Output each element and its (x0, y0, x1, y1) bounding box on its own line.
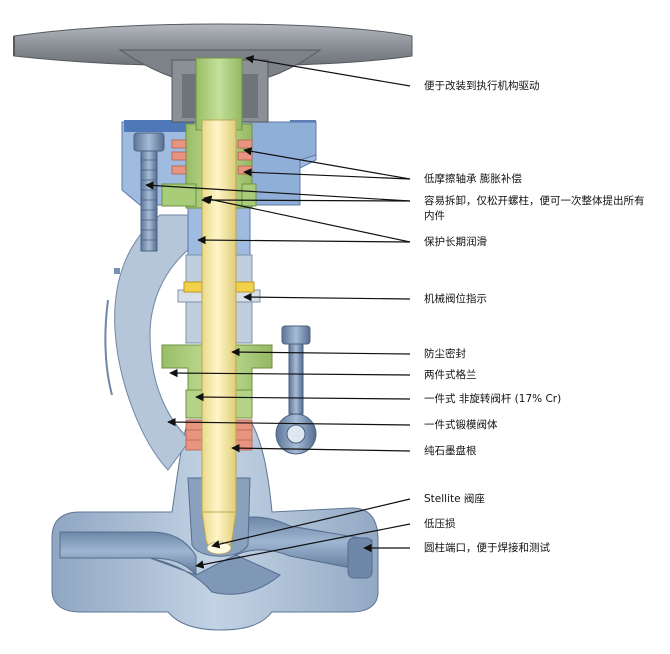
label-dust-seal: 防尘密封 (424, 348, 466, 360)
label-ports: 圆柱端口，便于焊接和测试 (424, 542, 550, 554)
label-lubrication: 保护长期润滑 (424, 236, 487, 248)
leader-lines (145, 55, 411, 569)
label-actuator: 便于改装到执行机构驱动 (424, 80, 540, 92)
bonnet-stud (133, 132, 165, 252)
label-seat: Stellite 阀座 (424, 493, 485, 505)
label-body: 一件式锻模阀体 (424, 419, 498, 431)
graphite-packing (185, 419, 253, 451)
label-pressure: 低压损 (424, 518, 456, 530)
label-gland: 两件式格兰 (424, 369, 477, 381)
label-packing: 纯石墨盘根 (424, 445, 477, 457)
valve-stem (195, 57, 243, 555)
gland-eye-bolt (275, 325, 317, 455)
label-bearing: 低摩擦轴承 膨胀补偿 (424, 173, 522, 185)
label-indicator: 机械阀位指示 (424, 293, 487, 305)
label-disassembly: 容易拆卸，仅松开螺柱，便可一次整体提出所有内件 (424, 195, 645, 222)
label-stem: 一件式 非旋转阀杆 (17% Cr) (424, 393, 562, 405)
